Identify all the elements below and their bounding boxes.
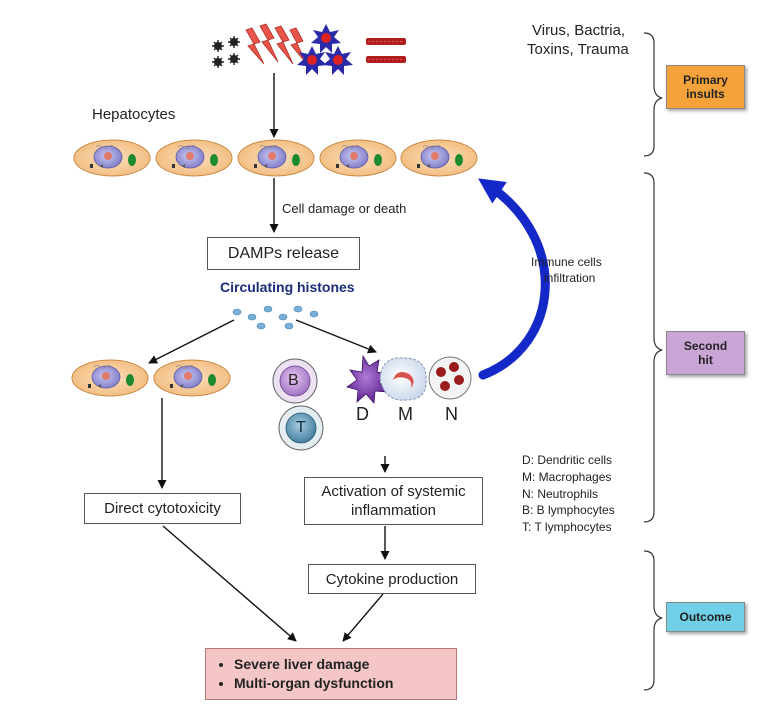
- arrow-cytokine-to-outcome: [342, 593, 384, 642]
- t-cell-letter: T: [296, 419, 306, 436]
- d-cell-letter: D: [356, 404, 369, 424]
- arrow-to-hepatocytes-pair: [148, 319, 235, 364]
- primary-tag-line2: insults: [686, 87, 725, 101]
- hepatocytes-label: Hepatocytes: [92, 106, 176, 123]
- bracket-outcome: [643, 550, 663, 691]
- legend-item: T: T lymphocytes: [522, 520, 612, 535]
- primary-tag-line1: Primary: [683, 73, 728, 87]
- hepatocyte-pair: [71, 359, 231, 397]
- trauma-bar-icons: [366, 38, 406, 63]
- cytokine-box: Cytokine production: [308, 564, 476, 594]
- dendritic-cell: [346, 354, 390, 404]
- activation-line1: Activation of systemic: [321, 483, 466, 500]
- pathogen-virus-icons: [212, 36, 240, 68]
- bacteria-star-icons: [297, 24, 353, 75]
- m-cell-letter: M: [398, 404, 413, 424]
- n-cell-letter: N: [445, 404, 458, 424]
- legend-item: N: Neutrophils: [522, 486, 599, 501]
- direct-cytotoxicity-box: Direct cytotoxicity: [84, 493, 241, 524]
- outcome-item: Multi-organ dysfunction: [234, 674, 393, 693]
- t-lymphocyte: [278, 405, 324, 451]
- toxin-lightning-icons: [245, 23, 307, 65]
- arrow-to-immune-cells: [295, 319, 377, 354]
- insults-label-line1: Virus, Bactria,: [532, 22, 626, 39]
- second-tag-line2: hit: [698, 353, 713, 367]
- primary-insults-tag: Primary insults: [666, 65, 745, 109]
- histone-dots: [232, 305, 319, 330]
- outcome-list: Severe liver damage Multi-organ dysfunct…: [220, 655, 393, 693]
- arrow-cytotoxicity-to-outcome: [162, 525, 297, 642]
- cell-damage-label: Cell damage or death: [282, 201, 407, 216]
- legend-item: M: Macrophages: [522, 469, 612, 484]
- outcome-box: Severe liver damage Multi-organ dysfunct…: [205, 648, 457, 700]
- legend-item: D: Dendritic cells: [522, 453, 613, 467]
- infiltration-label-line1: Immune cells: [531, 255, 602, 269]
- circulating-histones-label: Circulating histones: [220, 279, 355, 295]
- immune-legend: D: Dendritic cells M: Macrophages N: Neu…: [522, 452, 615, 536]
- neutrophil: [428, 356, 472, 400]
- b-lymphocyte: [272, 358, 318, 404]
- damps-release-box: DAMPs release: [207, 237, 360, 270]
- outcome-item: Severe liver damage: [234, 655, 393, 674]
- bracket-primary: [643, 32, 663, 157]
- second-hit-tag: Second hit: [666, 331, 745, 375]
- outcome-tag: Outcome: [666, 602, 745, 632]
- infiltration-arrow: [478, 178, 550, 380]
- activation-line2: inflammation: [350, 502, 437, 519]
- hepatocyte-row: [73, 139, 478, 177]
- legend-item: B: B lymphocytes: [522, 503, 615, 518]
- activation-box: Activation of systemic inflammation: [304, 477, 483, 525]
- bracket-second-hit: [643, 172, 663, 523]
- macrophage: [379, 357, 427, 401]
- second-tag-line1: Second: [683, 339, 728, 353]
- b-cell-letter: B: [288, 372, 299, 389]
- infiltration-label-line2: infiltration: [544, 271, 596, 285]
- insults-label-line2: Toxins, Trauma: [527, 41, 629, 58]
